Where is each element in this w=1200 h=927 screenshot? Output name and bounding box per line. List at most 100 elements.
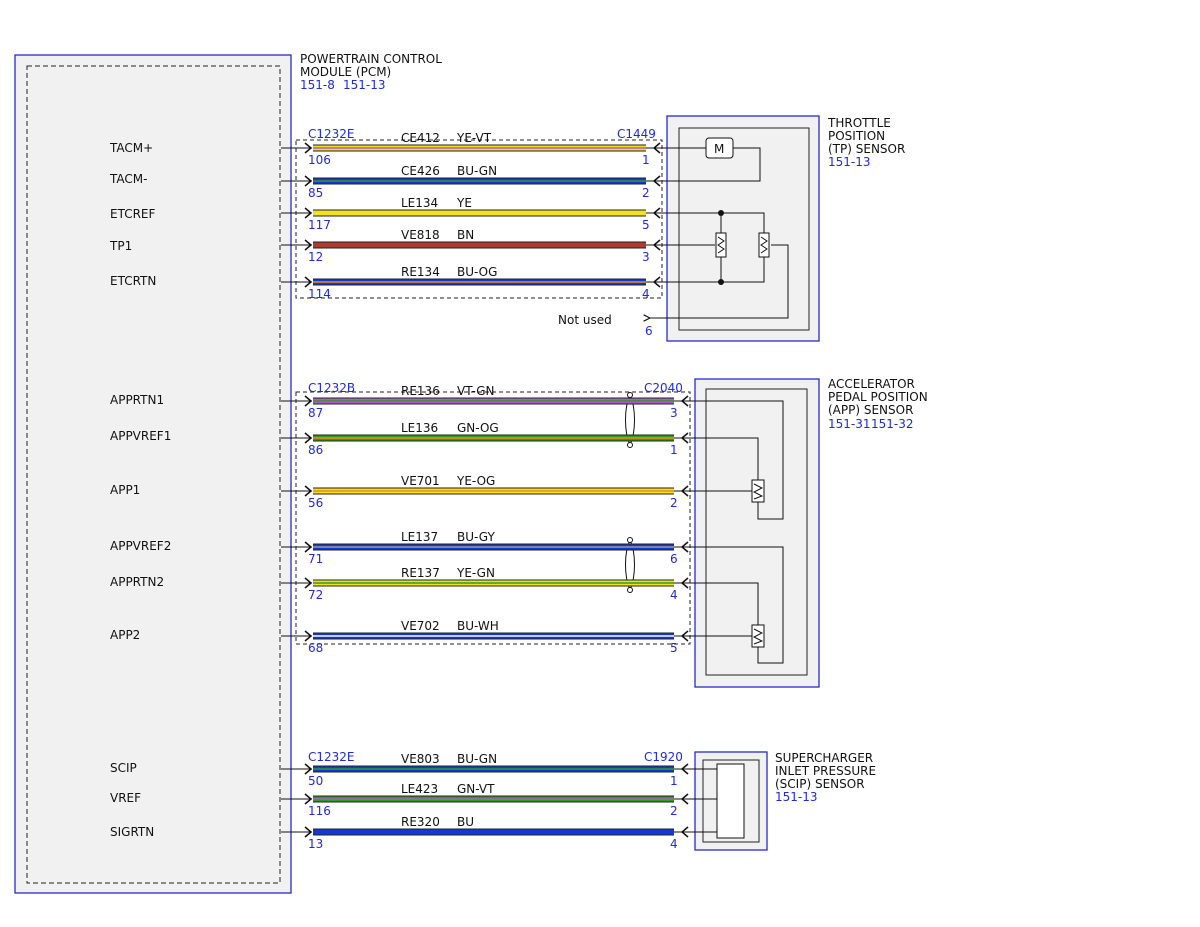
circuit-number: VE818 <box>401 228 440 242</box>
pcm-pin-number: 13 <box>308 837 323 851</box>
pressure-sensor-element-icon <box>716 763 745 839</box>
connector-id[interactable]: C1449 <box>617 127 656 141</box>
connector-id[interactable]: C1232B <box>308 381 355 395</box>
sensor-pin-number: 1 <box>642 153 650 167</box>
wire-color-code: BN <box>457 228 474 242</box>
pcm-pin-number: 87 <box>308 406 323 420</box>
sensor-pin-number: 2 <box>670 804 678 818</box>
app-sensor-name: (APP) SENSOR <box>828 403 913 417</box>
pcm-name-line-1: POWERTRAIN CONTROL <box>300 52 442 66</box>
pcm-signal-label: APPVREF2 <box>110 539 171 553</box>
sensor-pin-arrow-icon <box>680 763 689 775</box>
twisted-pair-icon <box>625 537 635 593</box>
circuit-number: CE426 <box>401 164 440 178</box>
sensor-pin-arrow-icon <box>652 175 661 187</box>
circuit-number: VE701 <box>401 474 440 488</box>
circuit-number: RE134 <box>401 265 440 279</box>
scip-sensor: SUPERCHARGER INLET PRESSURE (SCIP) SENSO… <box>688 751 876 851</box>
pcm-pin-arrow-icon <box>304 175 313 187</box>
sensor-pin-arrow-icon <box>680 826 689 838</box>
pcm-pin-number: 68 <box>308 641 323 655</box>
pcm-signal-label: ETCRTN <box>110 274 156 288</box>
wire-color-code: YE-VT <box>456 131 492 145</box>
pcm-pin-number: 50 <box>308 774 323 788</box>
sensor-pin-number: 4 <box>670 837 678 851</box>
tp-sensor: M THROTTLE POSITION (TP) SENSOR 151-13 <box>666 115 905 342</box>
pcm-ref-link[interactable]: 151-13 <box>343 78 386 92</box>
wire-color-code: GN-OG <box>457 421 499 435</box>
sensor-pin-number: 5 <box>642 218 650 232</box>
pcm-pin-arrow-icon <box>304 577 313 589</box>
pcm-pin-arrow-icon <box>304 276 313 288</box>
pcm-signal-label: APPVREF1 <box>110 429 171 443</box>
pcm-pin-number: 85 <box>308 186 323 200</box>
circuit-number: LE423 <box>401 782 438 796</box>
sensor-pin-arrow-icon <box>680 395 689 407</box>
scip-sensor-name: SUPERCHARGER <box>775 751 873 765</box>
tp-sensor-name: (TP) SENSOR <box>828 142 905 156</box>
sensor-pin-arrow-icon <box>680 793 689 805</box>
app-sensor-name: ACCELERATOR <box>828 377 915 391</box>
twisted-pair-icon <box>625 392 635 448</box>
circuit-number: VE803 <box>401 752 440 766</box>
pcm-pin-arrow-icon <box>304 763 313 775</box>
wire-color-code: BU-GY <box>457 530 495 544</box>
sensor-pin-number: 5 <box>670 641 678 655</box>
pcm-pin-number: 56 <box>308 496 323 510</box>
wire-color-code: YE-GN <box>456 566 495 580</box>
circuit-number: RE136 <box>401 384 440 398</box>
pcm-pin-arrow-icon <box>304 395 313 407</box>
sensor-pin-arrow-icon <box>680 485 689 497</box>
pcm-signal-label: TACM- <box>109 172 147 186</box>
wire-color-code: VT-GN <box>457 384 494 398</box>
sensor-pin-number: 4 <box>670 588 678 602</box>
pcm-signal-label: ETCREF <box>110 207 156 221</box>
pcm-ref-link[interactable]: 151-8 <box>300 78 335 92</box>
sensor-pin-arrow-icon <box>680 630 689 642</box>
pcm-pin-number: 116 <box>308 804 331 818</box>
connector-id[interactable]: C2040 <box>644 381 683 395</box>
pcm-pin-number: 12 <box>308 250 323 264</box>
sensor-pin-number: 1 <box>670 774 678 788</box>
pcm-pin-number: 106 <box>308 153 331 167</box>
pcm-signal-label: APP2 <box>110 628 140 642</box>
app-sensor-ref-link[interactable]: 151-31 <box>828 417 871 431</box>
app1-potentiometer-icon <box>751 479 765 503</box>
wire-color-code: GN-VT <box>457 782 495 796</box>
app-sensor-name: PEDAL POSITION <box>828 390 928 404</box>
pcm-pin-number: 114 <box>308 287 331 301</box>
circuit-number: RE320 <box>401 815 440 829</box>
tp-sensor-ref-link[interactable]: 151-13 <box>828 155 871 169</box>
sensor-pin-arrow-icon <box>652 276 661 288</box>
circuit-number: VE702 <box>401 619 440 633</box>
circuit-number: LE136 <box>401 421 438 435</box>
pcm-module-inner-boundary <box>26 65 281 884</box>
connector-id[interactable]: C1920 <box>644 750 683 764</box>
wire-color-code: BU-GN <box>457 164 497 178</box>
sensor-pin-arrow-icon <box>652 239 661 251</box>
sensor-pin-arrow-icon <box>680 432 689 444</box>
pcm-signal-label: TP1 <box>109 239 132 253</box>
scip-sensor-name: (SCIP) SENSOR <box>775 777 865 791</box>
not-used-label: Not used <box>558 313 612 327</box>
pcm-pin-arrow-icon <box>304 793 313 805</box>
motor-symbol-label: M <box>714 142 724 156</box>
pcm-pin-number: 117 <box>308 218 331 232</box>
sensor-pin-arrow-icon <box>652 142 661 154</box>
wire-color-code: YE <box>456 196 472 210</box>
sensor-pin-arrow-icon <box>652 207 661 219</box>
pcm-pin-arrow-icon <box>304 142 313 154</box>
app-sensor-ref-link[interactable]: 151-32 <box>871 417 914 431</box>
pcm-pin-number: 72 <box>308 588 323 602</box>
pcm-signal-label: APPRTN1 <box>110 393 164 407</box>
scip-sensor-ref-link[interactable]: 151-13 <box>775 790 818 804</box>
connector-boundary-c1232b-c2040 <box>295 391 691 645</box>
connector-id[interactable]: C1232E <box>308 127 355 141</box>
scip-sensor-name: INLET PRESSURE <box>775 764 876 778</box>
sensor-pin-number: 2 <box>670 496 678 510</box>
pcm-pin-arrow-icon <box>304 432 313 444</box>
pcm-pin-number: 86 <box>308 443 323 457</box>
connector-id[interactable]: C1232E <box>308 750 355 764</box>
sensor-pin-number: 6 <box>645 324 653 338</box>
